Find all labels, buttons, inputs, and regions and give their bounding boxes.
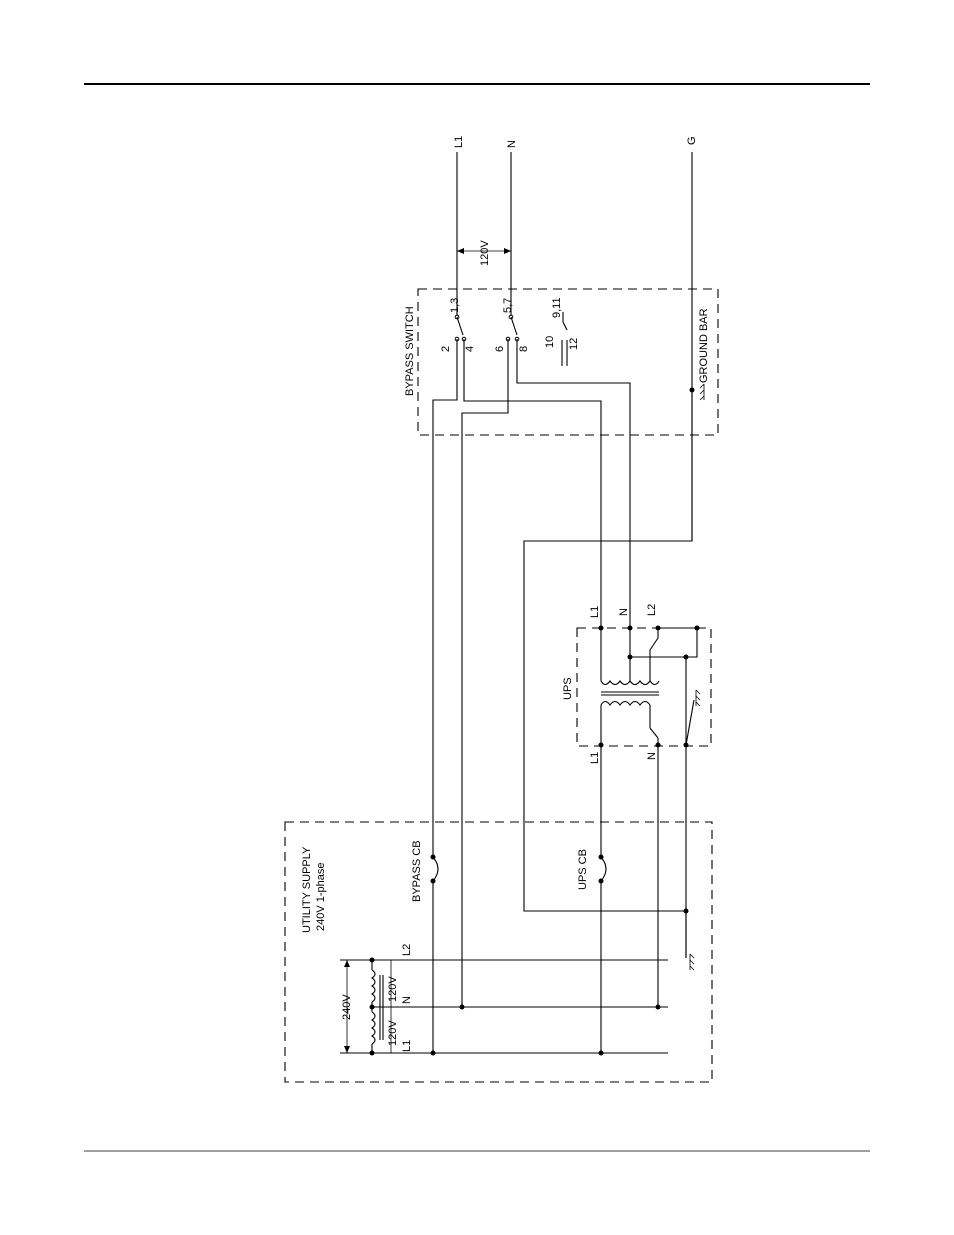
utility-supply-enclosure	[285, 822, 712, 1082]
voltage-arrow-left	[457, 248, 464, 254]
contact-6-label: 6	[494, 346, 506, 352]
ups-cb-label: UPS CB	[577, 849, 589, 890]
bypass-cb-breaker-icon	[431, 855, 439, 884]
voltage-120v-label: 120V	[479, 240, 491, 266]
switch-pole-l1-blade	[457, 317, 463, 335]
ups-enclosure	[577, 628, 711, 746]
utility-l1-label: L1	[401, 1040, 413, 1052]
contact-10-label: 10	[544, 336, 556, 348]
ups-input-n-label: N	[646, 752, 658, 760]
node-ups-l1	[599, 1051, 604, 1056]
contact-1-3-label: 1,3	[449, 298, 461, 313]
node-source-l2	[370, 958, 375, 963]
contact-9-11-label: 9,11	[551, 297, 563, 318]
node-bypass-l1	[431, 1051, 436, 1056]
ups-jumper-node	[695, 626, 700, 631]
contact-4-label: 4	[464, 346, 476, 352]
utility-title-line1: UTILITY SUPPLY	[301, 846, 313, 933]
wire-contact6-to-utility-n	[462, 339, 508, 1007]
ground-bar-label: GROUND BAR	[698, 308, 710, 383]
aux-contact-blade	[563, 322, 567, 330]
ups-title: UPS	[562, 677, 574, 700]
ups-ground-symbol-icon	[686, 690, 700, 745]
utility-n-label: N	[401, 996, 413, 1004]
bypass-switch-title: BYPASS SWITCH	[404, 306, 416, 396]
ups-transformer-icon	[601, 628, 659, 745]
wire-contact8-to-ups-n	[517, 339, 630, 628]
ups-output-l2-label: L2	[646, 604, 658, 616]
dimension-240v-arrow-bottom	[344, 1046, 350, 1053]
utility-l2-label: L2	[401, 944, 413, 956]
contact-8-label: 8	[518, 346, 530, 352]
ups-output-l1-label: L1	[589, 606, 601, 618]
ups-cb-breaker-icon	[599, 855, 607, 884]
node-source-n	[370, 1005, 375, 1010]
contact-5-7-label: 5,7	[502, 298, 514, 313]
ground-bar-symbol-icon	[700, 384, 704, 400]
node-bypass-n	[460, 1005, 465, 1010]
wire-contact4-to-ups-l1	[464, 339, 601, 628]
terminal-n-label: N	[506, 140, 518, 148]
utility-ground-symbol-icon	[686, 911, 694, 970]
dimension-120v-upper-label: 120V	[387, 976, 399, 1002]
dimension-240v-arrow-top	[344, 960, 350, 967]
voltage-arrow-right	[504, 248, 511, 254]
dimension-240v-label: 240V	[341, 994, 353, 1020]
bypass-cb-label: BYPASS CB	[411, 840, 423, 902]
ups-output-n-label: N	[618, 608, 630, 616]
terminal-l1-label: L1	[453, 136, 465, 148]
node-source-l1	[370, 1051, 375, 1056]
ups-bond-node-n	[628, 655, 633, 660]
node-ups-n	[656, 1005, 661, 1010]
wire-contact2-to-bypass-cb	[433, 339, 457, 855]
contact-12-label: 12	[568, 338, 580, 350]
ups-l2-jumper	[658, 628, 697, 657]
switch-pole-n-blade	[511, 317, 517, 335]
contact-2-label: 2	[440, 346, 452, 352]
ups-input-l1-label: L1	[589, 752, 601, 764]
utility-title-line2: 240V 1-phase	[315, 863, 327, 932]
terminal-g-label: G	[686, 136, 698, 145]
dimension-120v-lower-label: 120V	[387, 1020, 399, 1046]
ups-neutral-bond	[630, 657, 686, 745]
wire-ground-to-utility	[524, 390, 692, 911]
